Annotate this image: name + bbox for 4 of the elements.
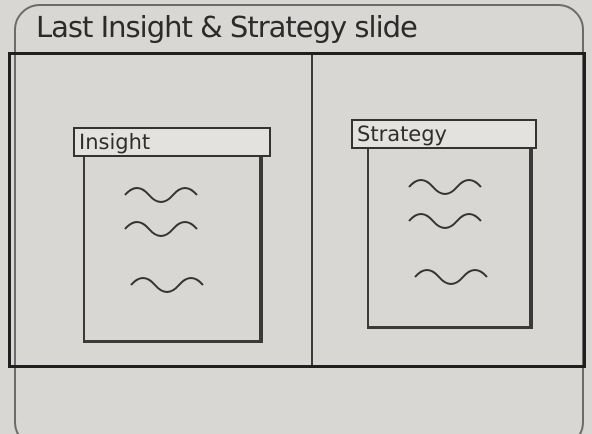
card-header: Insight (73, 127, 271, 157)
slide-frame (8, 52, 586, 368)
title: Last Insight & Strategy slide (36, 10, 417, 44)
card-header: Strategy (351, 119, 537, 149)
